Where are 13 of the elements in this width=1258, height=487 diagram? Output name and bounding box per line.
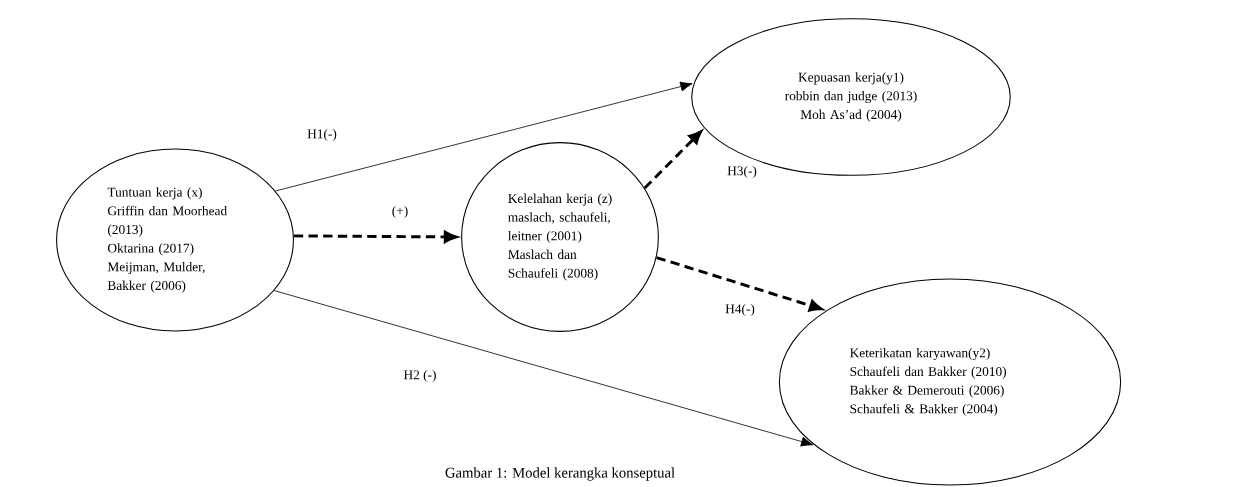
arrow xyxy=(643,130,702,190)
arrow xyxy=(273,290,814,447)
ellipse-node: Keterikatan karyawan(y2) Schaufeli dan Bakker (2010) Bakker & Demerouti (2006) Schaufeli & Bakker (2004) xyxy=(778,278,1122,486)
ellipse-node: Tuntuan kerja (x) Griffin dan Moorhead (2013) Oktarina (2017) Meijman, Mulder, Bakker (2006) xyxy=(56,148,294,332)
edge-label: H1(-) xyxy=(305,127,339,143)
arrow xyxy=(293,230,458,243)
edge-label: (+) xyxy=(390,204,410,220)
arrow xyxy=(275,81,693,192)
caption: Gambar 1: Model kerangka konseptual xyxy=(445,467,675,481)
arrow xyxy=(656,256,823,312)
edge-label: H4(-) xyxy=(723,302,757,318)
ellipse-node: Kelelahan kerja (z) maslach, schaufeli, leitner (2001) Maslach dan Schaufeli (2008) xyxy=(461,142,659,332)
edge-label: H2 (-) xyxy=(402,368,438,384)
